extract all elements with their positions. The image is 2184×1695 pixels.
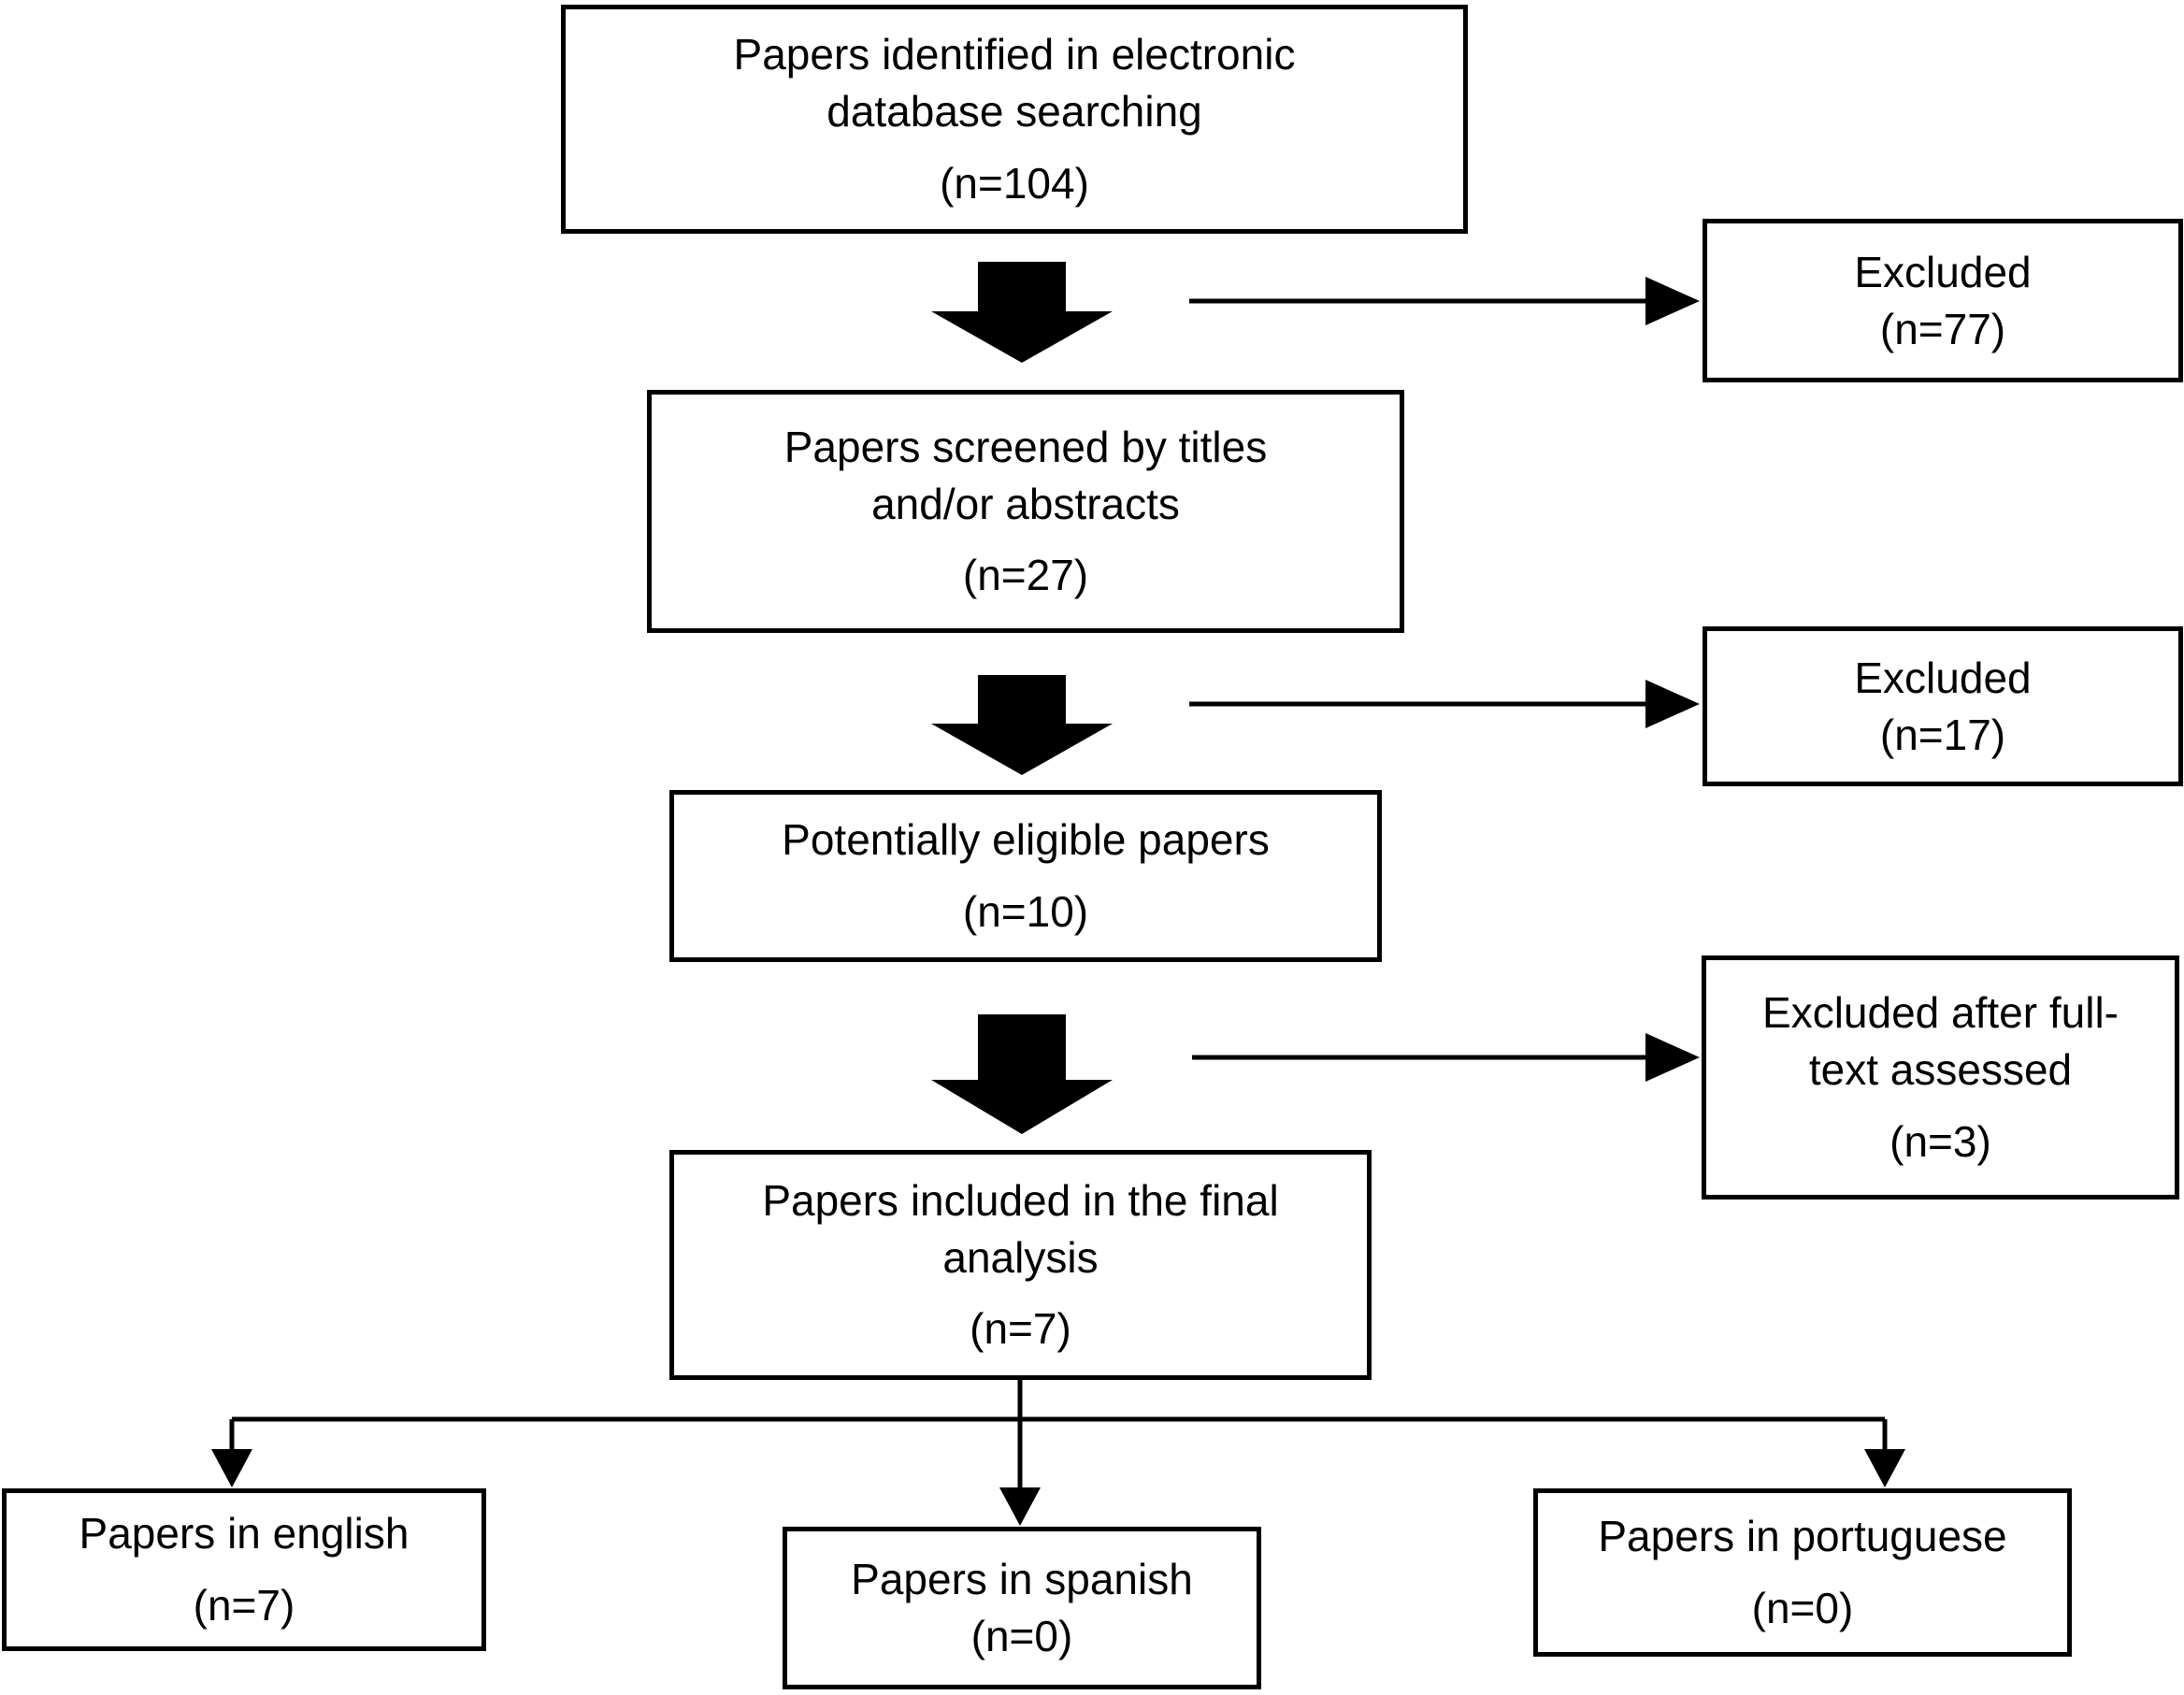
box-text-line: and/or abstracts (871, 479, 1180, 528)
flow-box-included: Papers included in the final analysis (n… (669, 1150, 1372, 1380)
language-box-spanish: Papers in spanish (n=0) (783, 1527, 1261, 1689)
box-text-line: Papers in portuguese (1598, 1512, 2007, 1561)
box-text-line: text assessed (1808, 1045, 2073, 1095)
flow-box-eligible: Potentially eligible papers (n=10) (669, 790, 1382, 962)
box-text-line: Papers in spanish (851, 1555, 1193, 1604)
flow-box-screened: Papers screened by titles and/or abstrac… (647, 390, 1404, 633)
branch-arrowhead-portuguese (1864, 1449, 1905, 1487)
box-count: (n=27) (962, 551, 1089, 600)
branch-arrowhead-spanish (999, 1487, 1041, 1526)
box-text-line: Excluded (1854, 247, 2032, 296)
box-text-line: Excluded after full- (1762, 988, 2119, 1038)
box-text-line: database searching (826, 87, 1202, 136)
box-count: (n=7) (193, 1581, 295, 1630)
excluded-box-2: Excluded (n=17) (1703, 626, 2183, 786)
box-text-line: Potentially eligible papers (782, 815, 1270, 865)
block-arrow-down-2 (931, 675, 1113, 775)
box-count: (n=3) (1889, 1116, 1991, 1166)
box-count: (n=0) (1751, 1584, 1854, 1632)
box-text-line: Excluded (1854, 653, 2032, 702)
box-text-line: Papers identified in electronic (733, 30, 1296, 79)
exclusion-arrowhead-1 (1645, 277, 1700, 325)
language-box-english: Papers in english (n=7) (2, 1488, 486, 1651)
exclusion-arrowhead-3 (1645, 1033, 1700, 1082)
language-box-portuguese: Papers in portuguese (n=0) (1533, 1488, 2072, 1657)
box-count: (n=0) (970, 1612, 1073, 1660)
block-arrow-down-3 (931, 1014, 1113, 1134)
branch-arrowhead-english (211, 1449, 252, 1487)
box-text-line: analysis (942, 1232, 1099, 1282)
box-text-line: Papers screened by titles (783, 422, 1268, 471)
box-text-line: Papers in english (79, 1509, 410, 1559)
flow-box-identified: Papers identified in electronic database… (561, 5, 1468, 234)
box-count: (n=7) (970, 1304, 1071, 1354)
box-count: (n=10) (962, 887, 1089, 936)
block-arrow-down-1 (931, 262, 1113, 363)
excluded-box-1: Excluded (n=77) (1703, 219, 2183, 382)
box-count: (n=17) (1879, 710, 2006, 759)
box-count: (n=77) (1879, 304, 2006, 353)
exclusion-arrowhead-2 (1645, 680, 1700, 728)
excluded-box-3: Excluded after full- text assessed (n=3) (1702, 955, 2179, 1199)
box-count: (n=104) (940, 158, 1089, 208)
box-text-line: Papers included in the final (762, 1175, 1279, 1225)
